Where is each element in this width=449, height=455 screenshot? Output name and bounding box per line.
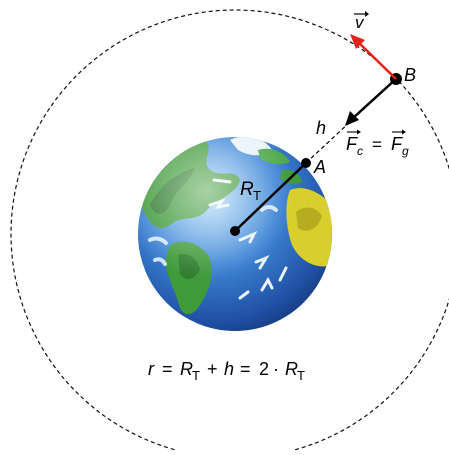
svg-text:F: F	[391, 134, 403, 154]
svg-text:F: F	[346, 134, 358, 154]
svg-text:+: +	[207, 359, 218, 379]
force-arrow-icon	[345, 78, 397, 126]
radius-line	[234, 162, 307, 232]
svg-text:R: R	[180, 359, 193, 379]
point-a-dot	[301, 158, 311, 168]
altitude-label: h	[316, 118, 326, 138]
svg-text:h: h	[224, 359, 234, 379]
radius-label: R T	[240, 179, 261, 203]
svg-text:T: T	[192, 368, 200, 383]
svg-text:T: T	[297, 368, 305, 383]
orbit-path	[10, 9, 449, 455]
svg-text:T: T	[253, 188, 261, 203]
svg-text:R: R	[240, 179, 254, 200]
point-b-label: B	[404, 65, 416, 85]
orbit-radius-formula: r = R T + h = 2 · R T	[148, 359, 305, 383]
svg-text:=: =	[162, 359, 173, 379]
velocity-label: v	[354, 11, 369, 32]
point-a-label: A	[313, 157, 326, 177]
force-equation: F c = F g	[346, 129, 409, 158]
velocity-arrow-icon	[350, 34, 397, 80]
svg-text:·: ·	[273, 359, 279, 379]
svg-text:R: R	[285, 359, 298, 379]
svg-text:=: =	[372, 135, 382, 154]
svg-text:g: g	[402, 144, 409, 158]
svg-text:c: c	[357, 144, 363, 158]
svg-text:v: v	[355, 13, 365, 32]
svg-text:=: =	[240, 359, 251, 379]
earth-center-dot	[230, 226, 240, 236]
svg-text:2: 2	[259, 359, 269, 379]
svg-text:r: r	[148, 359, 155, 379]
